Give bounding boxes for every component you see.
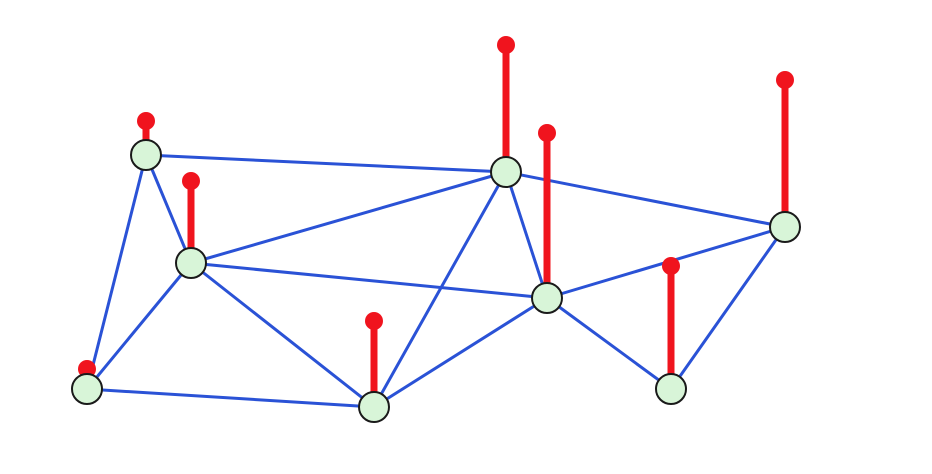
pin-n7	[776, 71, 794, 227]
edge-n2-n5	[189, 170, 508, 265]
node-n8	[655, 373, 687, 405]
node-n6	[531, 282, 563, 314]
pin-head	[137, 112, 155, 130]
pin-head	[497, 36, 515, 54]
pin-n8	[662, 257, 680, 389]
edge-n2-n4	[189, 261, 376, 409]
pin-n5	[497, 36, 515, 172]
node-n5	[490, 156, 522, 188]
pin-n6	[538, 124, 556, 298]
edge-n5-n7	[504, 170, 787, 229]
edge-n2-n3	[85, 261, 193, 391]
nodes-layer	[71, 139, 801, 423]
edge-n4-n5	[372, 170, 508, 409]
edge-n1-n5	[144, 153, 508, 174]
edge-n7-n8	[669, 225, 787, 391]
pin-head	[365, 312, 383, 330]
pin-head	[78, 360, 96, 378]
pin-head	[538, 124, 556, 142]
pin-head	[776, 71, 794, 89]
node-n2	[175, 247, 207, 279]
node-n3	[71, 373, 103, 405]
edge-n2-n6	[189, 261, 549, 300]
pins-layer	[78, 36, 794, 407]
pin-head	[662, 257, 680, 275]
edge-n6-n8	[545, 296, 673, 391]
edge-n1-n2	[144, 153, 193, 265]
edge-n1-n3	[85, 153, 148, 391]
node-n7	[769, 211, 801, 243]
node-n4	[358, 391, 390, 423]
edge-n3-n4	[85, 387, 376, 409]
edge-n4-n6	[372, 296, 549, 409]
pin-head	[182, 172, 200, 190]
node-n1	[130, 139, 162, 171]
edge-n5-n6	[504, 170, 549, 300]
